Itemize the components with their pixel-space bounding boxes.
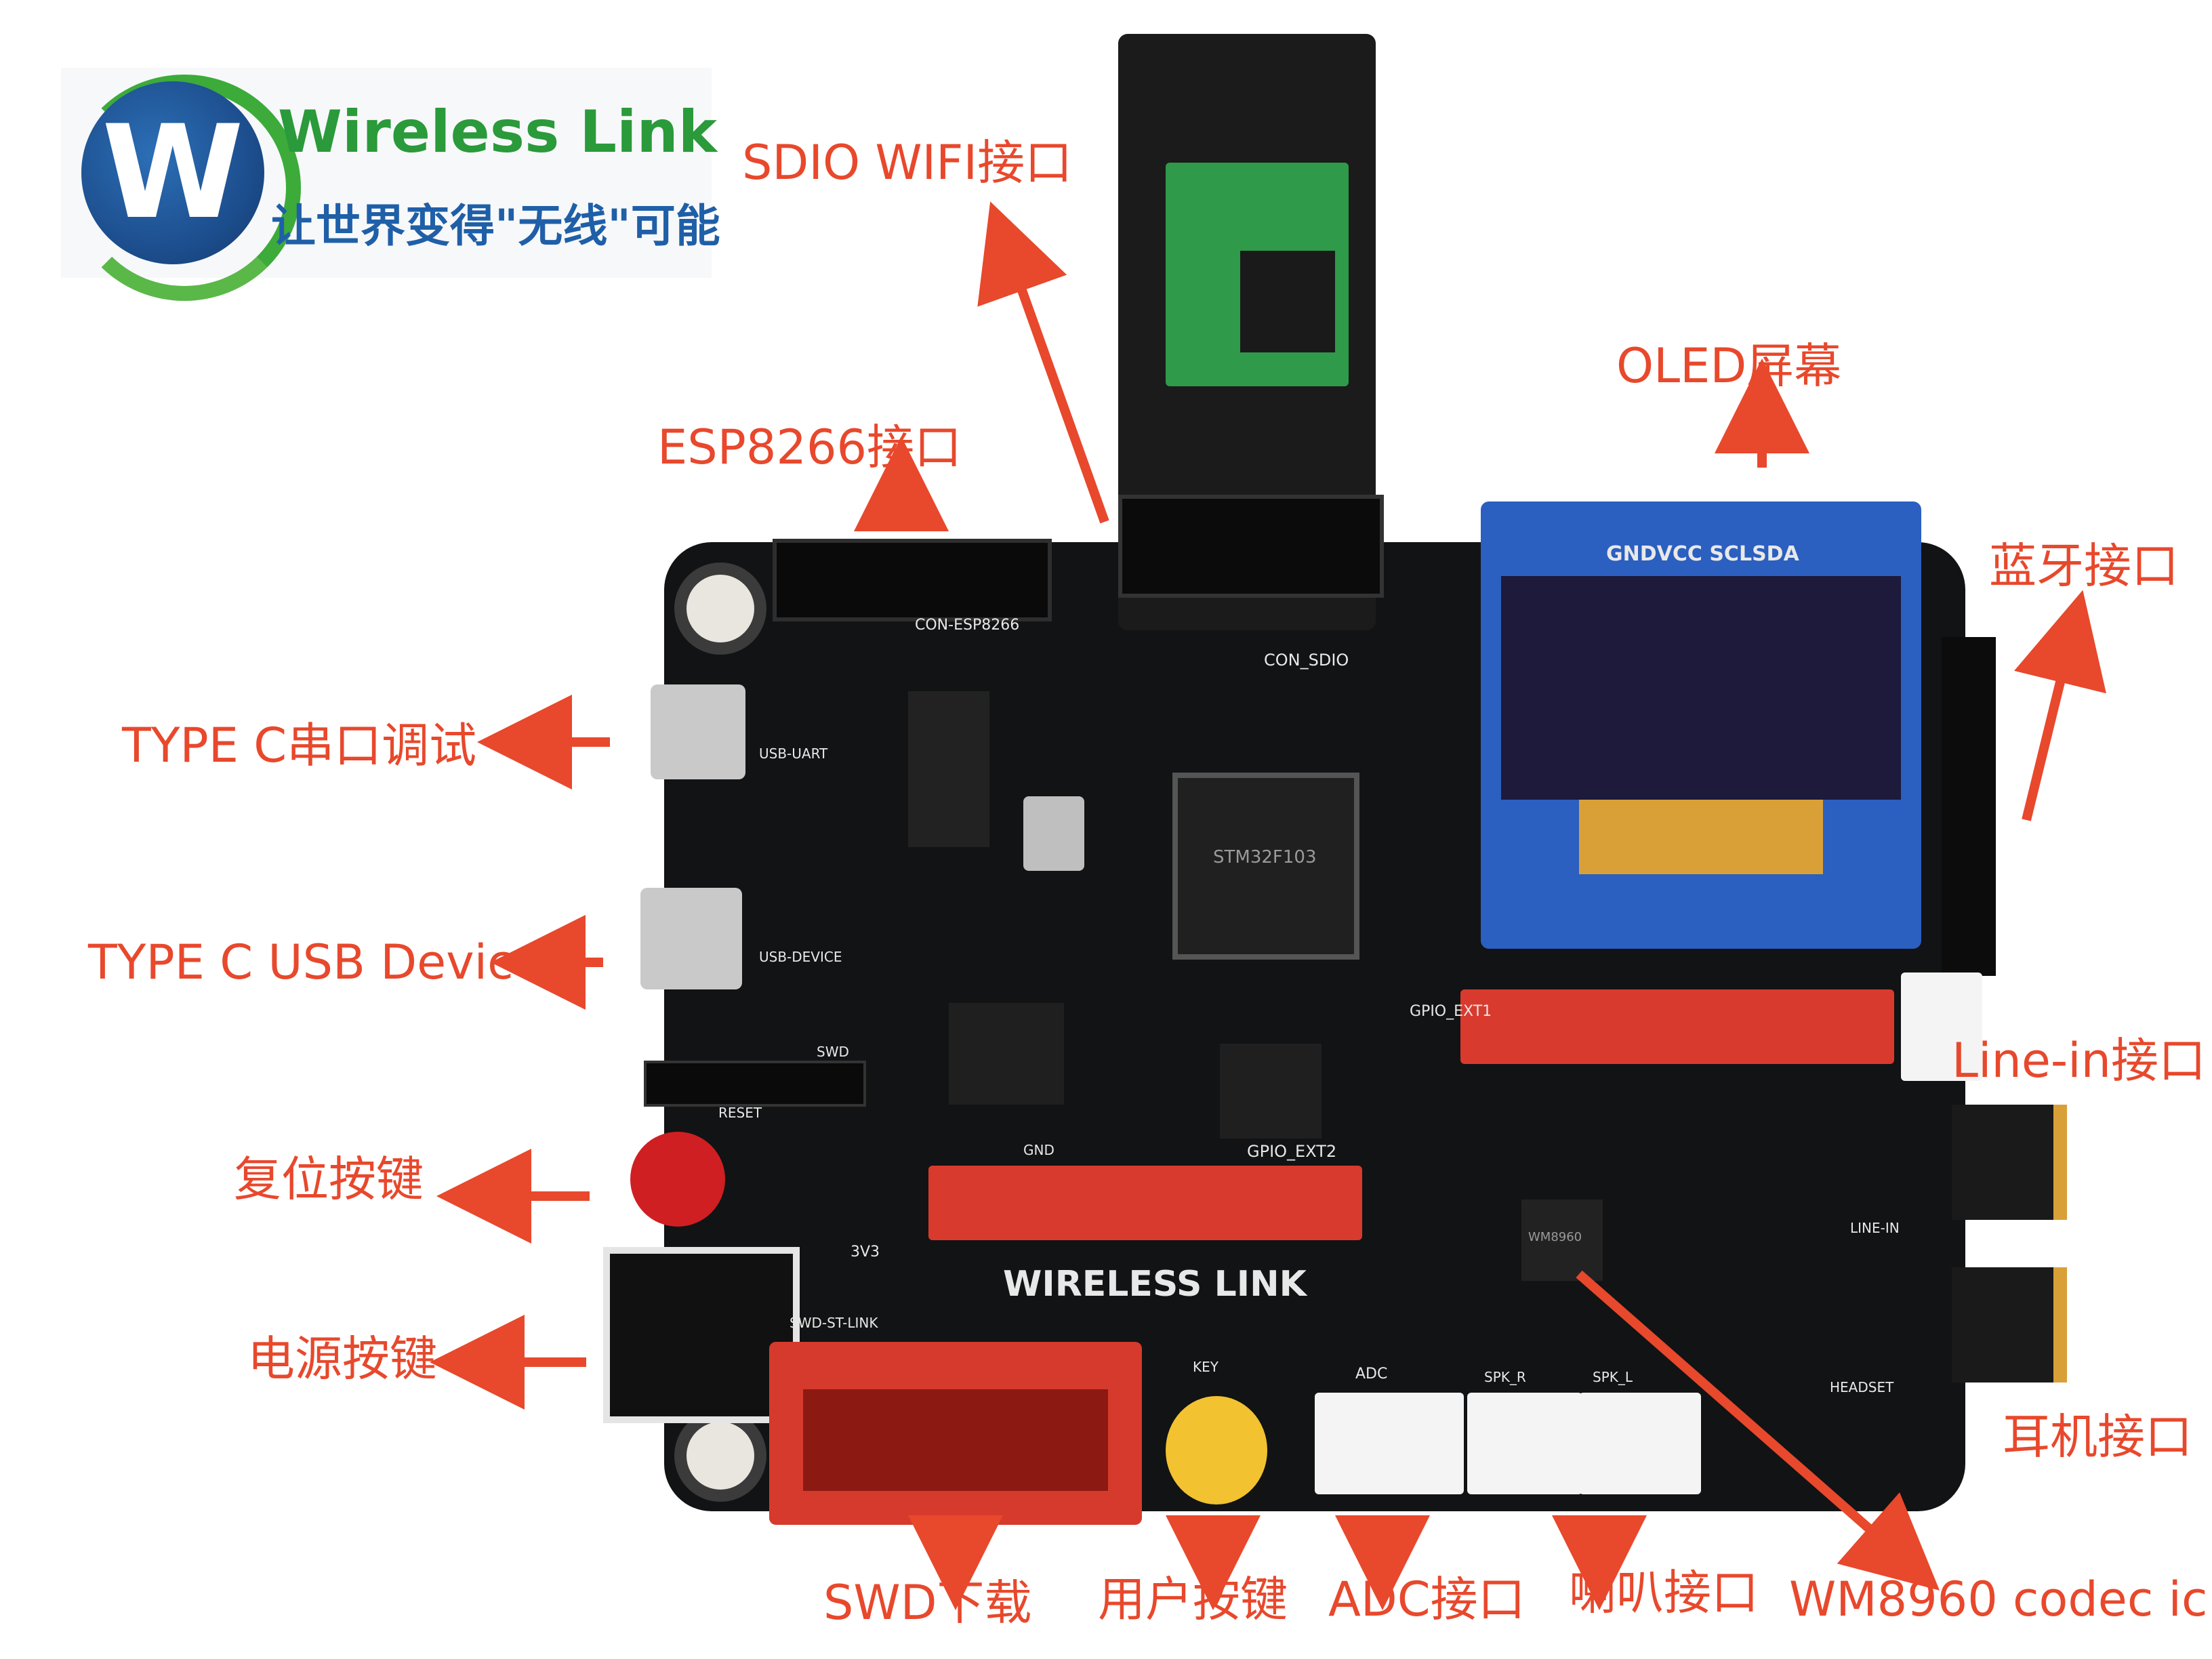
silk-key: KEY	[1193, 1359, 1218, 1375]
logo-w-letter: W	[102, 98, 244, 247]
label-typec-uart: TYPE C串口调试	[122, 718, 477, 773]
arrow-bluetooth	[2013, 590, 2106, 821]
regulator	[949, 1003, 1064, 1105]
label-speaker: 喇叭接口	[1569, 1565, 1759, 1620]
silk-line-in: LINE-IN	[1850, 1220, 1900, 1236]
silk-con-esp8266: CON-ESP8266	[915, 617, 1020, 634]
label-codec: WM8960 codec ic	[1789, 1572, 2208, 1627]
oled-screen	[1501, 576, 1901, 800]
sdio-connector	[1118, 495, 1384, 598]
esp8266-header	[773, 539, 1052, 621]
uart-chip	[908, 691, 989, 847]
gpio-ext2-header	[928, 1166, 1362, 1240]
reset-button[interactable]	[630, 1132, 725, 1227]
silk-usb-device: USB-DEVICE	[759, 949, 842, 965]
arrow-sdio	[977, 201, 1109, 524]
silk-gpio-ext2: GPIO_EXT2	[1247, 1142, 1337, 1161]
swd-box-slot	[803, 1389, 1108, 1491]
logo-brand: Wireless Link	[278, 98, 717, 166]
mcu-chip	[1172, 773, 1359, 960]
typec-usb-port	[640, 888, 742, 989]
silk-3v3: 3V3	[851, 1244, 880, 1261]
silk-headset: HEADSET	[1830, 1379, 1894, 1395]
typec-uart-port	[651, 684, 745, 779]
label-esp8266: ESP8266接口	[657, 419, 962, 475]
gpio-ext1-header	[1460, 989, 1894, 1064]
arrow-codec	[1576, 1270, 1940, 1591]
wifi-chip	[1240, 251, 1335, 352]
label-line-in: Line-in接口	[1952, 1033, 2206, 1088]
label-sdio-wifi: SDIO WIFI接口	[742, 135, 1073, 190]
speaker-r-connector	[1467, 1393, 1582, 1494]
headset-jack	[1952, 1267, 2067, 1382]
silk-swd: SWD	[817, 1044, 849, 1060]
silk-spk-r: SPK_R	[1484, 1369, 1526, 1385]
silk-usb-uart: USB-UART	[759, 745, 828, 762]
oled-flex-cable	[1579, 800, 1823, 874]
label-bluetooth: 蓝牙接口	[1989, 538, 2179, 594]
codec-chip	[1521, 1200, 1603, 1281]
label-power-key: 电源按键	[247, 1331, 437, 1387]
swd-pin-header	[644, 1061, 866, 1107]
silk-codec: WM8960	[1528, 1230, 1582, 1244]
bluetooth-connector	[1942, 637, 1996, 976]
silk-adc: ADC	[1355, 1366, 1388, 1382]
silk-swd-st-link: SWD-ST-LINK	[790, 1315, 878, 1331]
silk-gpio-ext1: GPIO_EXT1	[1410, 1003, 1492, 1020]
label-typec-usb: TYPE C USB Device	[88, 935, 543, 990]
silk-oled-pins: GNDVCC SCLSDA	[1606, 542, 1799, 566]
op-amp-chip	[1220, 1044, 1322, 1139]
speaker-l-connector	[1579, 1393, 1701, 1494]
label-earphone: 耳机接口	[2003, 1409, 2192, 1465]
user-button[interactable]	[1166, 1396, 1267, 1504]
line-in-connector	[1901, 972, 1982, 1081]
label-reset-key: 复位按键	[234, 1151, 424, 1207]
w-circle-logo-icon	[81, 81, 264, 264]
silk-mcu: STM32F103	[1213, 847, 1317, 867]
crystal	[1023, 796, 1084, 871]
silk-gnd: GND	[1023, 1142, 1054, 1158]
label-oled: OLED屏幕	[1616, 338, 1842, 394]
silk-reset: RESET	[718, 1105, 762, 1121]
adc-connector	[1315, 1393, 1464, 1494]
label-user-key: 用户按键	[1098, 1572, 1288, 1627]
line-in-jack	[1952, 1105, 2067, 1220]
silk-brand: WIRELESS LINK	[1003, 1264, 1307, 1305]
logo-slogan: 让世界变得"无线"可能	[271, 200, 720, 252]
power-button[interactable]	[603, 1247, 800, 1423]
label-adc: ADC接口	[1328, 1572, 1525, 1627]
silk-spk-l: SPK_L	[1593, 1369, 1633, 1385]
label-swd: SWD下载	[823, 1575, 1032, 1631]
silk-con-sdio: CON_SDIO	[1264, 651, 1349, 670]
